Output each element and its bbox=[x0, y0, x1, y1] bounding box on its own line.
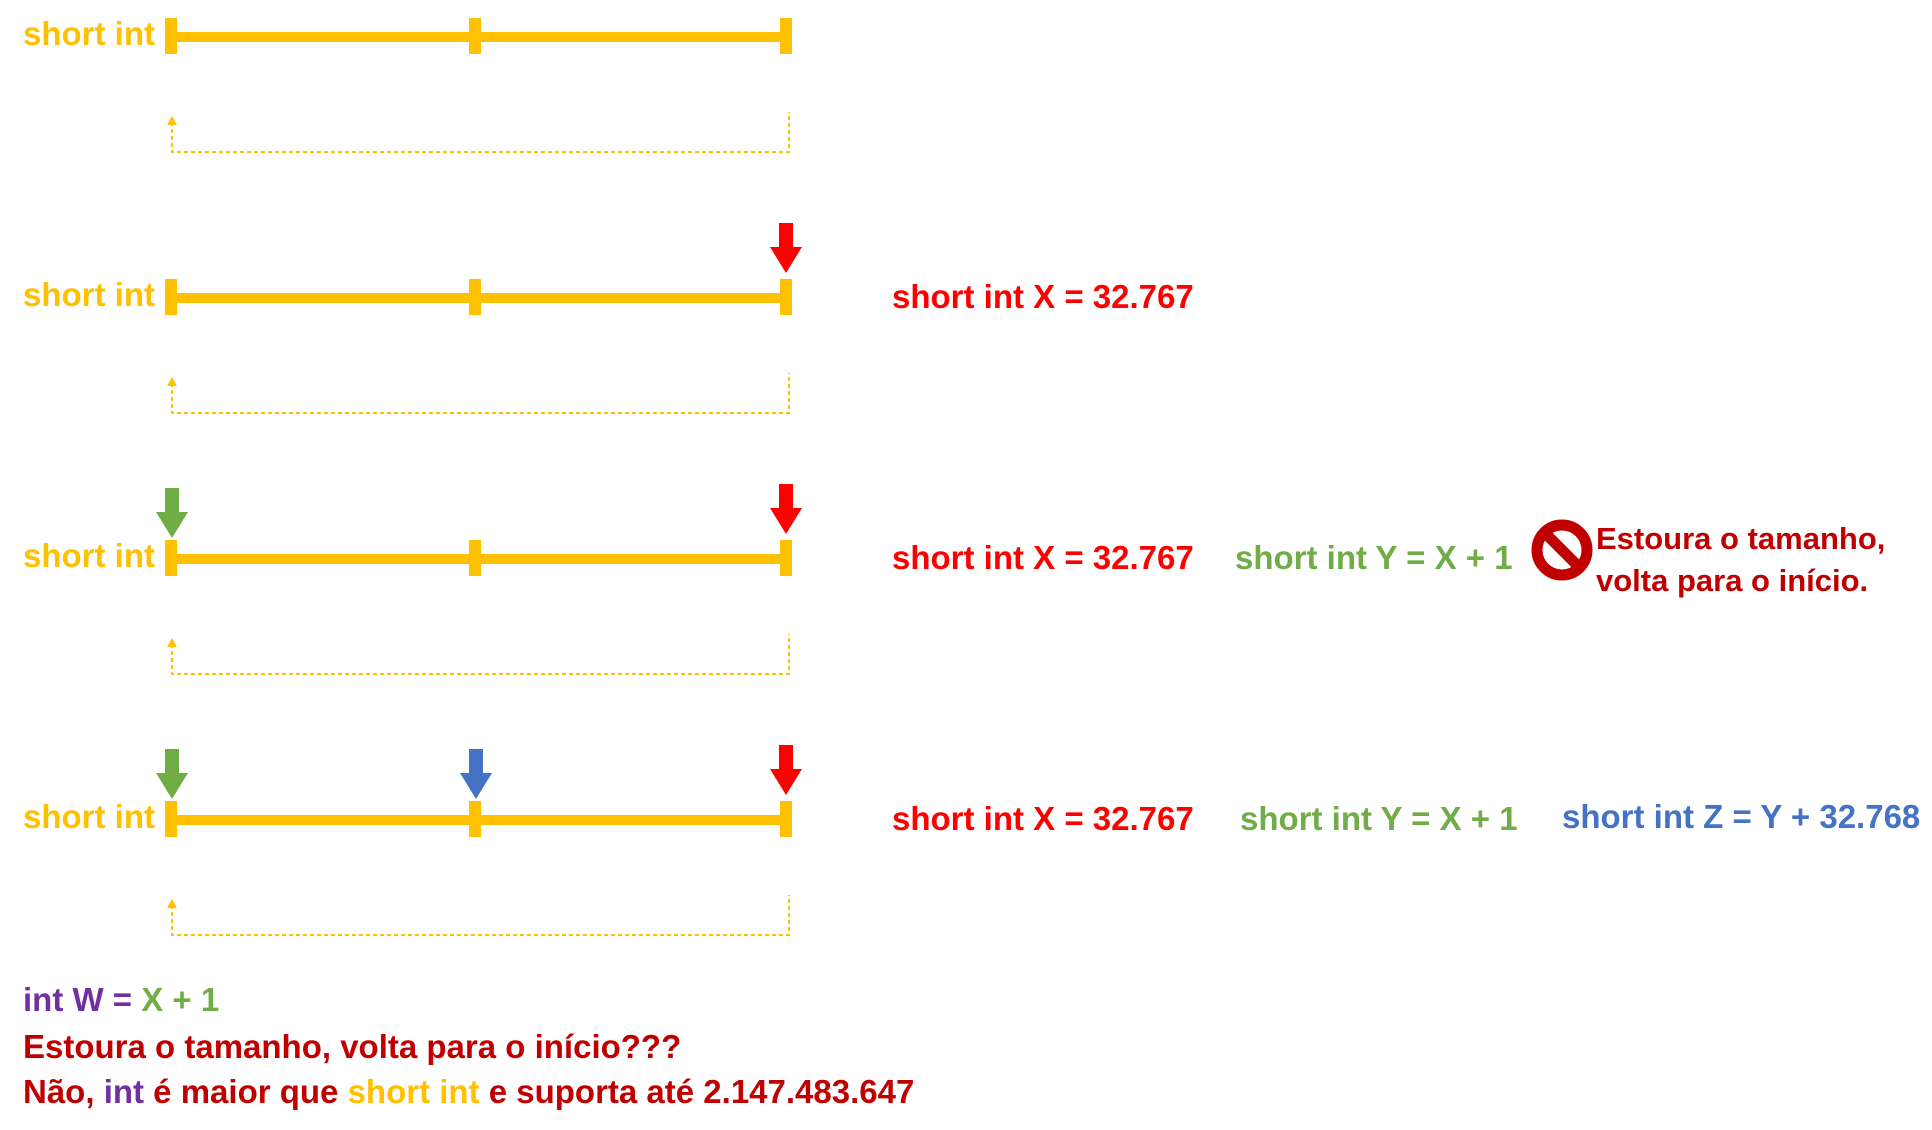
expr-y: short int Y = X + 1 bbox=[1240, 800, 1518, 837]
overflow-note: Estoura o tamanho, volta para o início. bbox=[1596, 518, 1885, 602]
answer-short-int: short int bbox=[347, 1073, 480, 1110]
answer-part-1: Não, bbox=[23, 1073, 104, 1110]
w-declaration: int W = bbox=[23, 981, 142, 1018]
green-arrow-down-icon bbox=[156, 488, 188, 538]
expr-x: short int X = 32.767 bbox=[892, 278, 1194, 315]
overflow-note-line-2: volta para o início. bbox=[1596, 563, 1869, 598]
red-arrow-down-icon bbox=[770, 484, 802, 534]
expr-y: short int Y = X + 1 bbox=[1235, 539, 1513, 576]
row-type-label: short int bbox=[23, 276, 155, 313]
expr-z: short int Z = Y + 32.768 bbox=[1562, 798, 1921, 835]
green-arrow-down-icon bbox=[156, 749, 188, 799]
range-line bbox=[165, 18, 792, 153]
range-line bbox=[165, 801, 792, 936]
range-line bbox=[165, 279, 792, 414]
red-arrow-down-icon bbox=[770, 745, 802, 795]
answer-part-2: é maior que bbox=[144, 1073, 348, 1110]
expr-x: short int X = 32.767 bbox=[892, 800, 1194, 837]
row-type-label: short int bbox=[23, 537, 155, 574]
row-type-label: short int bbox=[23, 798, 155, 835]
range-line bbox=[165, 540, 792, 675]
overflow-note-line-1: Estoura o tamanho, bbox=[1596, 521, 1886, 556]
answer-part-3: e suporta até 2.147.483.647 bbox=[479, 1073, 915, 1110]
red-arrow-down-icon bbox=[770, 223, 802, 273]
w-expression: X + 1 bbox=[141, 981, 220, 1018]
answer-int: int bbox=[103, 1073, 145, 1110]
footer-w-line: int W = X + 1 bbox=[23, 981, 219, 1019]
expr-x: short int X = 32.767 bbox=[892, 539, 1194, 576]
footer-answer: Não, int é maior que short int e suporta… bbox=[23, 1073, 914, 1111]
stop-icon bbox=[1531, 519, 1593, 581]
footer-question: Estoura o tamanho, volta para o início??… bbox=[23, 1028, 682, 1065]
blue-arrow-down-icon bbox=[460, 749, 492, 799]
row-type-label: short int bbox=[23, 15, 155, 52]
